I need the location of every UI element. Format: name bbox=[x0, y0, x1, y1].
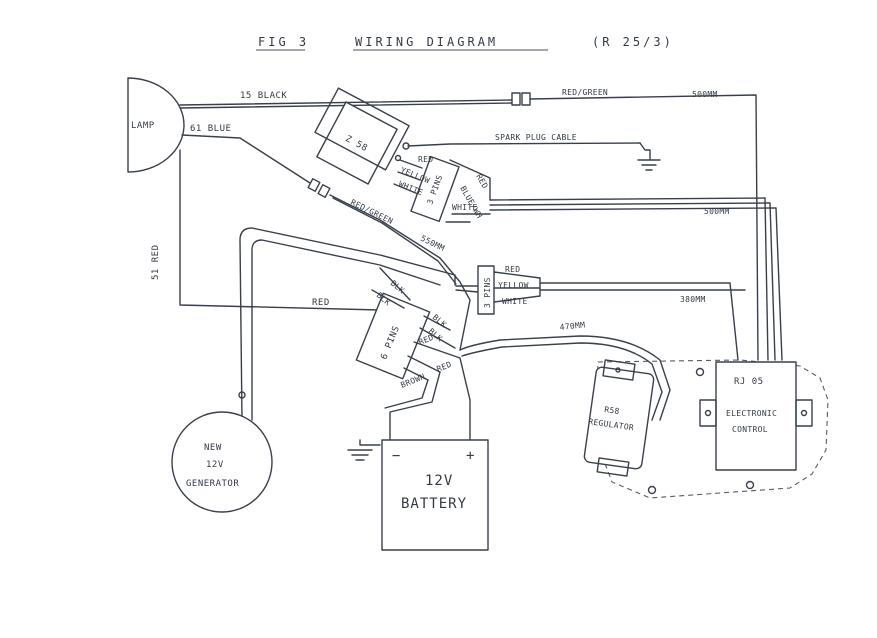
wire-51-red: 51 RED RED bbox=[151, 149, 381, 311]
generator-label-3: GENERATOR bbox=[186, 479, 239, 489]
wire-len-500-mid: 500MM bbox=[704, 207, 730, 216]
connector-6pins: 6 PINS BLK BLK BLK BLK RED RED BROWN bbox=[355, 267, 461, 390]
control-label-2: ELECTRONIC bbox=[726, 409, 777, 418]
wire-red-green-top-label: RED/GREEN bbox=[562, 88, 608, 97]
battery-leads bbox=[347, 357, 471, 461]
wire-len-470: 470MM bbox=[559, 320, 585, 332]
control-label-1: RJ 05 bbox=[734, 377, 764, 387]
spark-plug-label: SPARK PLUG CABLE bbox=[495, 133, 577, 142]
wire-len-500-top: 500MM bbox=[692, 90, 718, 99]
battery: − + 12V BATTERY bbox=[381, 439, 489, 551]
battery-minus: − bbox=[392, 448, 401, 464]
diagram-title: FIG 3 WIRING DIAGRAM (R 25/3) bbox=[256, 35, 674, 51]
cable-bundle-top: 500MM bbox=[489, 197, 783, 361]
z58-coil: Z 58 bbox=[314, 87, 410, 185]
wire-15-black-label: 15 BLACK bbox=[240, 91, 287, 101]
fig-label: FIG 3 bbox=[258, 35, 309, 49]
regulator-label-1: R58 bbox=[604, 405, 620, 416]
control-label-3: CONTROL bbox=[732, 425, 768, 434]
wire-red-3p-label: RED bbox=[474, 173, 489, 191]
generator: NEW 12V GENERATOR bbox=[171, 391, 273, 513]
wire-len-380: 380MM bbox=[680, 295, 706, 304]
title-model: (R 25/3) bbox=[592, 35, 674, 49]
connector-3pins-top: 3 PINS RED YELLOW WHITE RED BLUE/WH WHIT… bbox=[393, 155, 491, 223]
wire-51-red-label: 51 RED bbox=[151, 244, 161, 280]
wire-red-mid-label: RED bbox=[505, 265, 520, 274]
connector-3pins-mid: 3 PINS RED YELLOW WHITE 380MM bbox=[455, 265, 746, 361]
wire-white-mid-label: WHITE bbox=[502, 297, 528, 306]
wire-red-green-mid-label: RED/GREEN bbox=[349, 198, 394, 226]
wire-15-black: 15 BLACK RED/GREEN 500MM bbox=[179, 88, 759, 361]
electronic-control: RJ 05 ELECTRONIC CONTROL bbox=[699, 361, 813, 471]
battery-label-2: BATTERY bbox=[401, 496, 467, 512]
spark-plug-cable: SPARK PLUG CABLE bbox=[407, 133, 661, 171]
battery-label-1: 12V bbox=[425, 473, 453, 489]
lamp-label: LAMP bbox=[131, 121, 155, 131]
cable-470: 470MM bbox=[459, 320, 671, 421]
wire-red-left-label: RED bbox=[312, 298, 330, 308]
generator-label-2: 12V bbox=[206, 460, 224, 470]
wire-61-blue-label: 61 BLUE bbox=[190, 124, 231, 134]
wire-red-6p-2-label: RED bbox=[435, 360, 453, 374]
lamp: LAMP bbox=[127, 77, 185, 173]
battery-plus: + bbox=[466, 448, 475, 464]
title-main: WIRING DIAGRAM bbox=[355, 35, 498, 49]
generator-label-1: NEW bbox=[204, 443, 222, 453]
generator-harness bbox=[239, 227, 456, 421]
conn-3pins-mid-label: 3 PINS bbox=[483, 277, 492, 308]
wire-white-3p-label: WHITE bbox=[452, 203, 478, 212]
wire-yellow-mid-label: YELLOW bbox=[498, 281, 529, 290]
wire-red-z58-label: RED bbox=[418, 155, 433, 164]
regulator: R58 REGULATOR bbox=[583, 359, 655, 477]
